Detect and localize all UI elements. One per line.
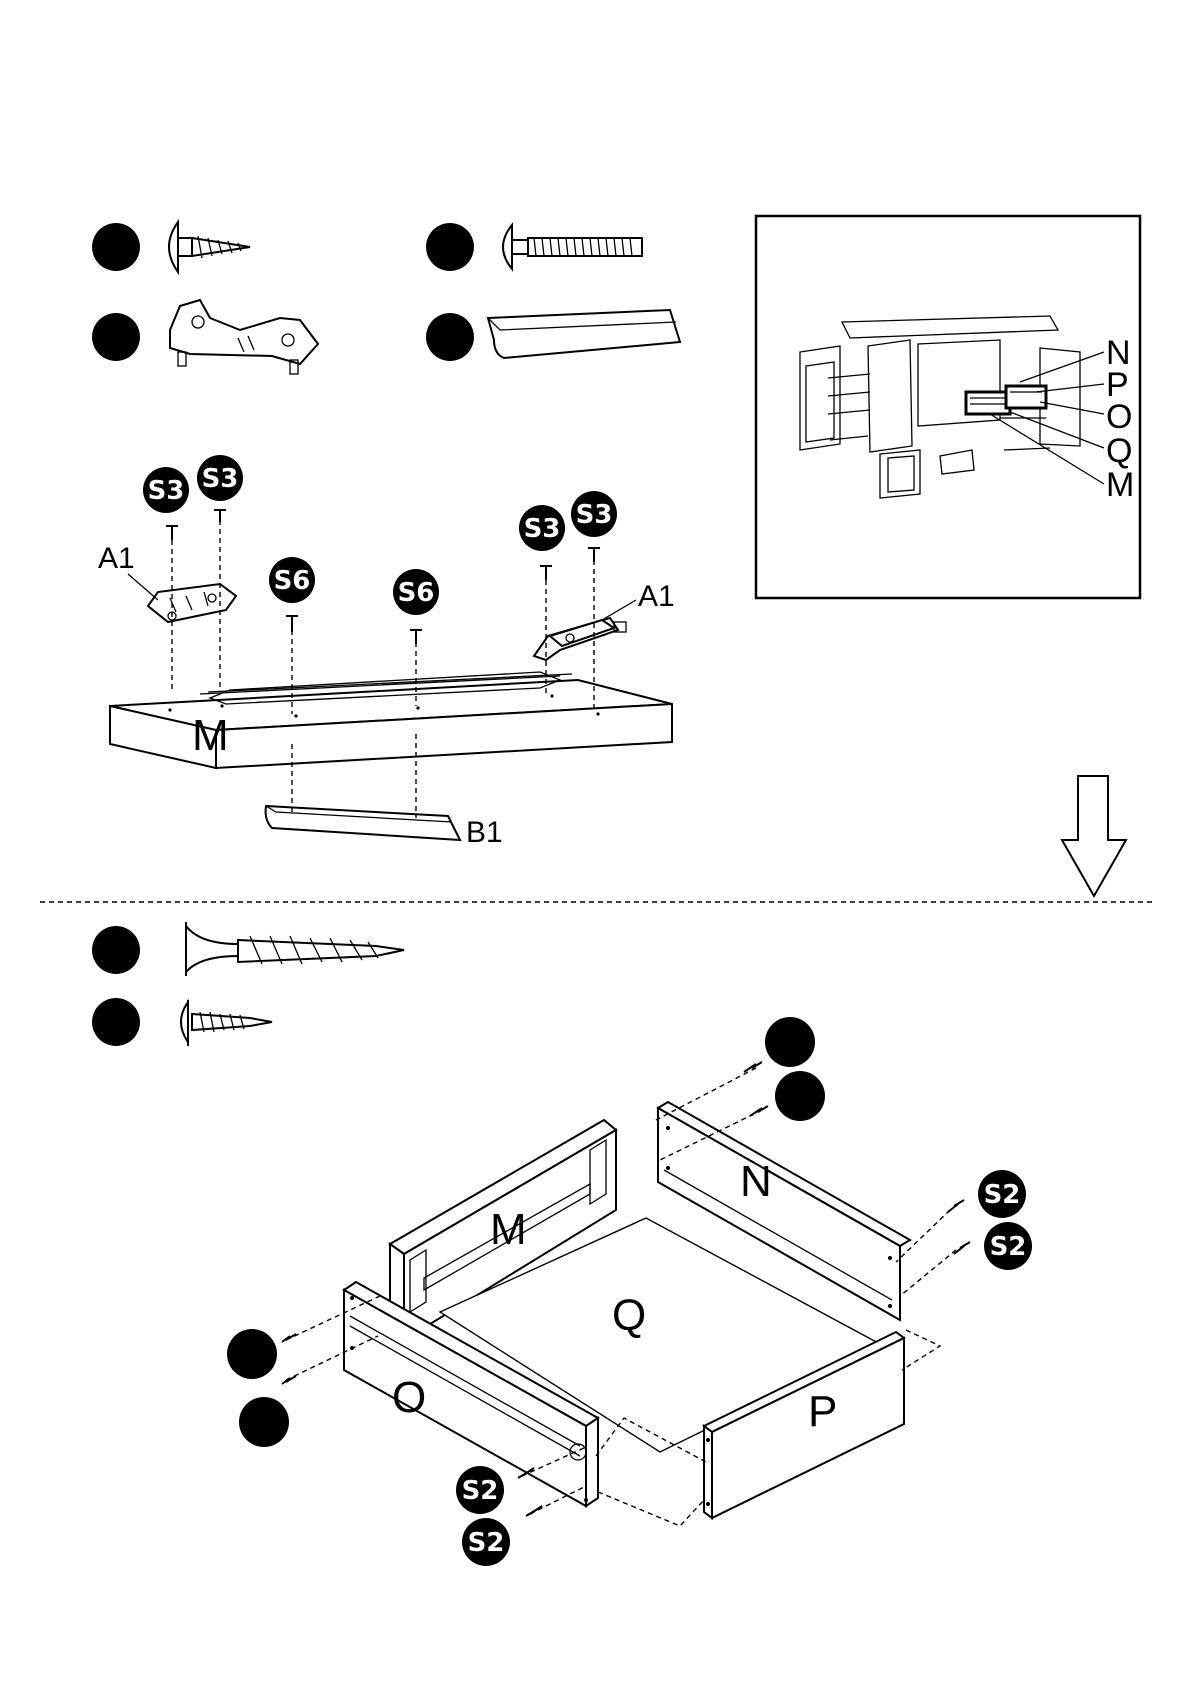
svg-text:S3: S3: [148, 476, 185, 506]
cabinet-overview-inset: N P O Q M: [756, 216, 1140, 598]
screw-badge-s2-d: S2: [462, 1518, 510, 1566]
unlabeled-hardware-badge: [765, 1017, 815, 1067]
svg-text:S2: S2: [984, 1180, 1021, 1210]
hardware-badge-2: [426, 223, 474, 271]
machine-bolt-icon: [503, 225, 642, 269]
hardware-badge-1: [92, 223, 140, 271]
screw-badge-s2-a: S2: [978, 1170, 1026, 1218]
panel-m-label: M: [192, 711, 229, 760]
screw-badge-s6-a: S6: [269, 557, 315, 603]
front-panel-o-label: O: [392, 1373, 426, 1422]
wood-screw-icon: [169, 222, 250, 272]
screw-badge-s2-b: S2: [984, 1222, 1032, 1270]
unlabeled-hardware-badge: [239, 1397, 289, 1447]
svg-text:S2: S2: [468, 1528, 505, 1558]
long-wood-screw-icon: [186, 922, 404, 976]
unlabeled-hardware-badge: [775, 1071, 825, 1121]
unlabeled-hardware-badge: [227, 1329, 277, 1379]
step1-guide-lines: [172, 520, 594, 818]
side-panel-p-label: P: [808, 1387, 837, 1436]
hardware-badge-5: [92, 926, 140, 974]
svg-text:S3: S3: [524, 514, 561, 544]
screw-badge-s3-b: S3: [197, 455, 243, 501]
left-bracket-label: A1: [98, 542, 135, 575]
screw-badge-s3-c: S3: [519, 505, 565, 551]
drawer-bracket-icon: [170, 300, 318, 374]
svg-text:S6: S6: [274, 566, 311, 596]
right-bracket-label: A1: [638, 580, 675, 613]
screw-badge-s3-a: S3: [143, 467, 189, 513]
step2-drawer-assembly: M N Q O: [227, 1017, 1032, 1566]
back-panel-m-label: M: [490, 1205, 527, 1254]
screw-badge-s6-b: S6: [393, 569, 439, 615]
svg-text:S6: S6: [398, 578, 435, 608]
inset-label-m: M: [1106, 466, 1134, 504]
hardware-legend-bottom: [92, 922, 404, 1046]
svg-text:S3: S3: [202, 464, 239, 494]
bottom-panel-q-label: Q: [612, 1291, 646, 1340]
next-step-arrow-icon: [1062, 776, 1126, 896]
inset-label-q: Q: [1106, 432, 1132, 470]
hardware-badge-6: [92, 998, 140, 1046]
inset-label-o: O: [1106, 398, 1132, 436]
svg-text:S3: S3: [576, 500, 613, 530]
rail-profile-icon: [488, 310, 680, 358]
left-bracket-a1: [148, 584, 236, 622]
step1-panel-assembly: M A1 A1 B1: [98, 455, 675, 849]
side-panel-n-label: N: [740, 1157, 772, 1206]
screw-badge-s2-c: S2: [456, 1466, 504, 1514]
hardware-legend-top: [92, 222, 680, 374]
right-bracket-a1: [534, 618, 626, 660]
rail-b1-label: B1: [466, 816, 503, 849]
svg-text:S2: S2: [990, 1232, 1027, 1262]
rail-b1: [266, 806, 460, 840]
short-wood-screw-icon: [181, 1000, 272, 1046]
screw-badge-s3-d: S3: [571, 491, 617, 537]
svg-text:S2: S2: [462, 1476, 499, 1506]
hardware-badge-4: [426, 313, 474, 361]
inset-frame: [756, 216, 1140, 598]
hardware-badge-3: [92, 313, 140, 361]
